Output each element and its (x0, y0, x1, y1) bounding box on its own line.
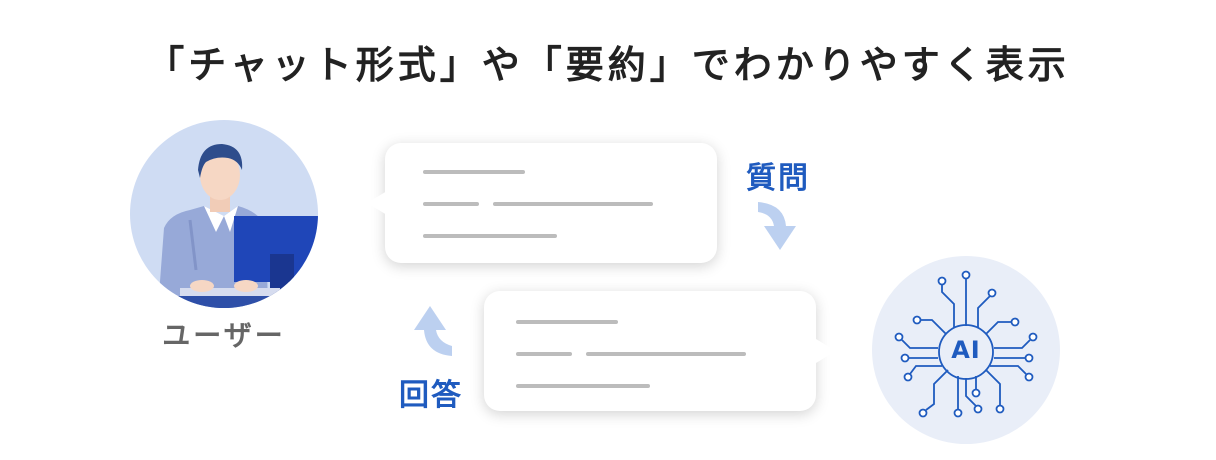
text-line (423, 234, 557, 238)
text-line (423, 170, 525, 174)
text-line (493, 202, 653, 206)
answer-bubble-tail (816, 339, 836, 363)
text-line (423, 202, 479, 206)
text-line (516, 352, 572, 356)
user-label: ユーザー (162, 319, 286, 352)
ai-label: AI (951, 336, 981, 364)
answer-bubble (484, 291, 836, 411)
text-line (516, 384, 650, 388)
curved-arrow-down-icon (758, 202, 796, 250)
text-line (516, 320, 618, 324)
text-line (586, 352, 746, 356)
ai-circle: AI (872, 256, 1060, 444)
user-avatar-circle (130, 120, 318, 308)
answer-label: 回答 (399, 378, 463, 413)
question-bubble (367, 143, 717, 263)
curved-arrow-up-icon (414, 306, 452, 356)
user-at-computer-illustration (158, 144, 318, 308)
ai-circuit-icon (894, 270, 1038, 418)
question-label: 質問 (746, 161, 810, 196)
page-title: 「チャット形式」や「要約」でわかりやすく表示 (146, 43, 1070, 87)
question-bubble-tail (367, 191, 387, 215)
